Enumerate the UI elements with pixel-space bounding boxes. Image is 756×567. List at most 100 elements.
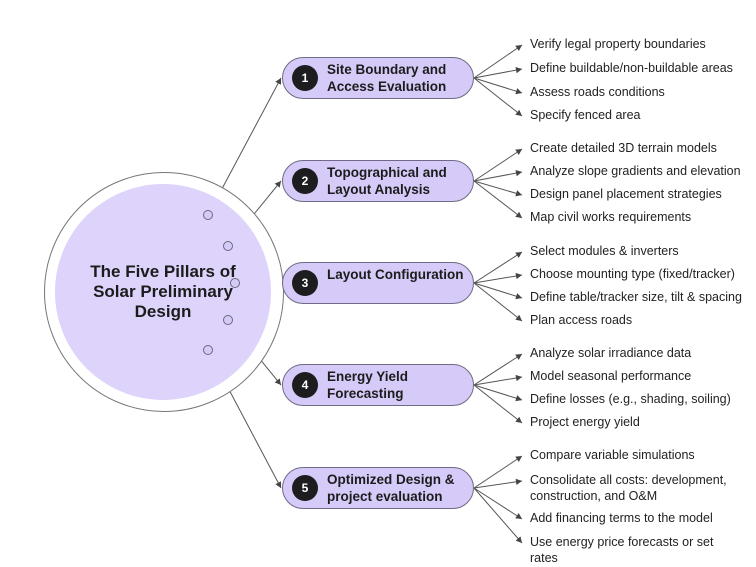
pillar-1-task-2: Define buildable/non-buildable areas [530, 61, 754, 77]
task-connector-arrow-3-2 [515, 272, 522, 280]
task-connector-arrow-3-3 [515, 293, 522, 300]
task-connector-arrow-4-4 [515, 416, 522, 423]
hub-connector-arrow-5 [275, 481, 282, 488]
task-connector-arrow-5-4 [515, 536, 522, 543]
task-text-line: Design panel placement strategies [530, 187, 722, 201]
hub-connector-arrow-1 [275, 78, 282, 85]
task-connector-1-1 [473, 44, 523, 79]
hub-connector-arrow-4 [274, 378, 281, 385]
task-text-line: Project energy yield [530, 415, 640, 429]
pillar-1-pill: 1 Site Boundary and Access Evaluation [282, 57, 474, 99]
task-connector-arrow-3-4 [515, 314, 522, 321]
task-connector-5-2 [473, 480, 523, 489]
pillar-1-task-1: Verify legal property boundaries [530, 37, 754, 53]
pillar-3-pill: 3 Layout Configuration [282, 262, 474, 304]
task-connector-arrow-5-1 [515, 456, 522, 462]
task-text-line: Model seasonal performance [530, 369, 692, 383]
task-text-line: Define table/tracker size, tilt & spacin… [530, 290, 742, 304]
task-connector-5-1 [473, 455, 523, 489]
hub-title: The Five Pillars of Solar Preliminary De… [90, 262, 236, 321]
pillar-1-task-3: Assess roads conditions [530, 85, 754, 101]
pillar-3-task-1: Select modules & inverters [530, 244, 754, 260]
pillar-number-badge: 3 [292, 270, 318, 296]
task-connector-arrow-1-4 [515, 109, 522, 116]
pillar-title: Site Boundary and Access Evaluation [327, 62, 447, 94]
pillar-5-task-3: Add financing terms to the model [530, 511, 754, 527]
hub-node-3 [230, 278, 240, 288]
task-connector-arrow-5-2 [515, 478, 522, 486]
task-connector-arrow-1-3 [515, 88, 522, 95]
task-connector-arrow-5-3 [515, 513, 522, 519]
pillar-title: Layout Configuration [327, 267, 464, 282]
task-connector-2-2 [473, 171, 523, 182]
pillar-title: Topographical and Layout Analysis [327, 165, 447, 197]
task-text-line: Use energy price forecasts or set [530, 535, 714, 549]
task-text-line: Analyze slope gradients and elevation [530, 164, 741, 178]
pillar-4-task-4: Project energy yield [530, 415, 754, 431]
task-text-line: Verify legal property boundaries [530, 37, 706, 51]
task-connector-arrow-3-1 [515, 252, 522, 258]
task-connector-1-2 [473, 68, 523, 79]
pillar-5-task-2: Consolidate all costs: development,const… [530, 473, 754, 504]
pillar-1-task-4: Specify fenced area [530, 108, 754, 124]
pillar-2-task-1: Create detailed 3D terrain models [530, 141, 754, 157]
task-connector-3-2 [473, 274, 523, 284]
task-connector-1-3 [473, 77, 523, 94]
task-text-line: Specify fenced area [530, 108, 641, 122]
pillar-number-badge: 4 [292, 372, 318, 398]
task-connector-5-4 [473, 487, 523, 544]
hub-connector-arrow-2 [274, 181, 281, 188]
task-text-line: Add financing terms to the model [530, 511, 713, 525]
pillar-4-task-2: Model seasonal performance [530, 369, 754, 385]
task-text-line: Create detailed 3D terrain models [530, 141, 717, 155]
task-text-line: Analyze solar irradiance data [530, 346, 692, 360]
task-text-line: Choose mounting type (fixed/tracker) [530, 267, 735, 281]
pillar-title: Optimized Design & project evaluation [327, 472, 455, 504]
pillar-number-badge: 1 [292, 65, 318, 91]
pillar-3-task-3: Define table/tracker size, tilt & spacin… [530, 290, 754, 306]
hub-node-5 [203, 345, 213, 355]
pillar-3-task-4: Plan access roads [530, 313, 754, 329]
task-text-line: Map civil works requirements [530, 210, 692, 224]
pillar-4-pill: 4 Energy Yield Forecasting [282, 364, 474, 406]
hub-node-1 [203, 210, 213, 220]
hub-node-2 [223, 241, 233, 251]
pillar-number-badge: 5 [292, 475, 318, 501]
task-text-line: Assess roads conditions [530, 85, 665, 99]
task-connector-2-4 [473, 180, 523, 219]
task-connector-2-1 [473, 148, 523, 182]
hub-node-4 [223, 315, 233, 325]
task-connector-4-2 [473, 376, 523, 386]
pillar-4-task-3: Define losses (e.g., shading, soiling) [530, 392, 754, 408]
task-connector-4-1 [473, 353, 523, 386]
task-text-line: construction, and O&M [530, 488, 658, 503]
task-connector-arrow-2-3 [515, 190, 522, 197]
task-text-line: Consolidate all costs: development, [530, 473, 727, 487]
hub-circle: The Five Pillars of Solar Preliminary De… [55, 184, 271, 400]
pillar-2-task-2: Analyze slope gradients and elevation [530, 164, 754, 180]
task-connector-1-4 [473, 77, 523, 117]
task-text-line: Plan access roads [530, 313, 633, 327]
task-text-line: Define buildable/non-buildable areas [530, 61, 733, 75]
task-connector-4-3 [473, 384, 523, 401]
pillar-2-task-4: Map civil works requirements [530, 210, 754, 226]
pillar-4-task-1: Analyze solar irradiance data [530, 346, 754, 362]
task-connector-3-1 [473, 251, 523, 284]
task-connector-arrow-2-1 [515, 149, 522, 155]
task-connector-arrow-1-2 [515, 66, 522, 74]
pillar-3-task-2: Choose mounting type (fixed/tracker) [530, 267, 754, 283]
task-connector-arrow-2-2 [515, 169, 522, 177]
task-text-line: Compare variable simulations [530, 448, 695, 462]
task-connector-arrow-4-1 [515, 354, 522, 360]
pillar-2-task-3: Design panel placement strategies [530, 187, 754, 203]
task-connector-2-3 [473, 180, 523, 196]
task-text-line: Select modules & inverters [530, 244, 679, 258]
task-connector-3-3 [473, 282, 523, 299]
task-connector-arrow-2-4 [515, 211, 522, 218]
pillar-5-pill: 5 Optimized Design & project evaluation [282, 467, 474, 509]
task-connector-arrow-4-2 [515, 374, 522, 382]
pillar-title: Energy Yield Forecasting [327, 369, 409, 401]
task-connector-4-4 [473, 384, 523, 424]
task-text-line: Define losses (e.g., shading, soiling) [530, 392, 731, 406]
